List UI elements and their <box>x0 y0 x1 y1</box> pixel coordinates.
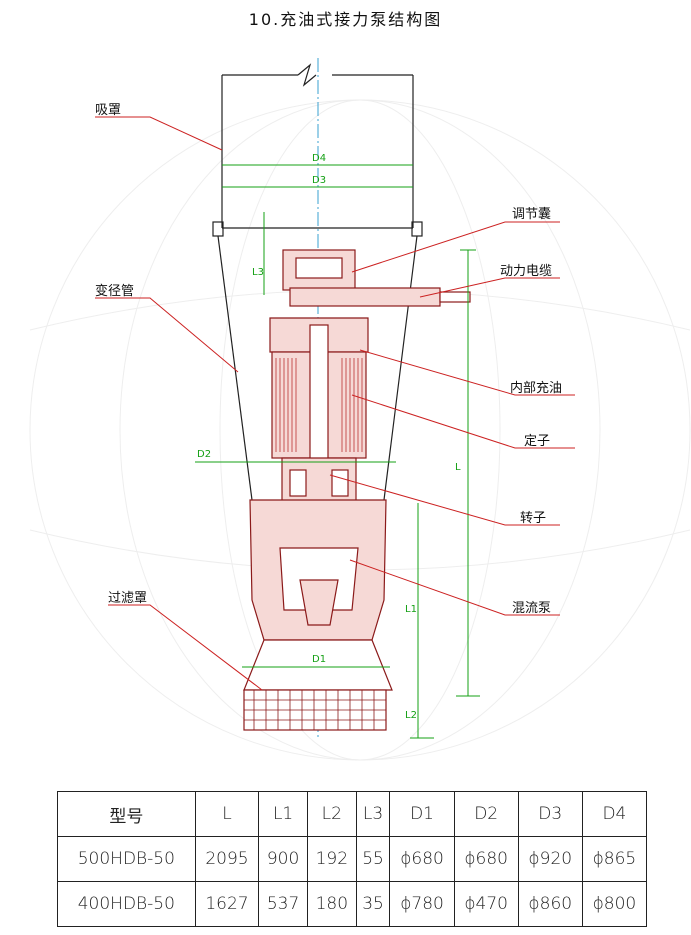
header-cell: D3 <box>517 791 583 837</box>
cell: 180 <box>306 881 357 927</box>
spec-table: 型号 L L1 L2 L3 D1 D2 D3 D4 500HDB-50 2095… <box>57 791 648 927</box>
pump-body <box>243 249 471 731</box>
dimension-lines <box>195 164 480 739</box>
cell: ϕ920 <box>517 836 583 882</box>
label-power-cable: 动力电缆 <box>500 264 553 279</box>
cell: ϕ470 <box>453 881 519 927</box>
header-cell: D4 <box>581 791 648 837</box>
dim-L: L <box>455 462 461 473</box>
header-cell: L <box>194 791 260 837</box>
cell: 2095 <box>194 836 260 882</box>
cell: 55 <box>355 836 391 882</box>
cell: 900 <box>258 836 308 882</box>
header-cell: D2 <box>453 791 519 837</box>
dim-D2: D2 <box>197 449 211 460</box>
cell: 192 <box>306 836 357 882</box>
leader-lines <box>95 116 575 691</box>
dim-L2: L2 <box>405 710 417 721</box>
label-internal-oil: 内部充油 <box>510 381 563 396</box>
cable-entry <box>289 287 441 307</box>
diagram-title: 10.充油式接力泵结构图 <box>248 10 443 29</box>
cell: 537 <box>258 881 308 927</box>
cell: 1627 <box>194 881 260 927</box>
dim-D3: D3 <box>312 175 326 186</box>
table-row: 500HDB-50 2095 900 192 55 ϕ680 ϕ680 ϕ920… <box>57 836 648 882</box>
label-rotor: 转子 <box>520 511 547 526</box>
cell: ϕ860 <box>517 881 583 927</box>
label-reducer-pipe: 变径管 <box>95 284 135 299</box>
table-row: 400HDB-50 1627 537 180 35 ϕ780 ϕ470 ϕ860… <box>57 881 648 927</box>
header-cell: D1 <box>389 791 455 837</box>
header-cell: 型号 <box>57 791 196 837</box>
cell: ϕ680 <box>453 836 519 882</box>
label-filter-hood: 过滤罩 <box>108 591 148 606</box>
cell: 35 <box>355 881 391 927</box>
dim-L1: L1 <box>405 604 417 615</box>
label-suction-hood: 吸罩 <box>95 103 122 118</box>
dim-D1: D1 <box>312 654 326 665</box>
cell: ϕ780 <box>389 881 455 927</box>
dim-L3: L3 <box>252 267 264 278</box>
cell: 500HDB-50 <box>57 836 196 882</box>
label-regulating-bladder: 调节囊 <box>512 207 552 222</box>
cell: ϕ680 <box>389 836 455 882</box>
header-cell: L3 <box>355 791 391 837</box>
cell: ϕ800 <box>581 881 648 927</box>
cell: ϕ865 <box>581 836 648 882</box>
label-mixed-flow-pump: 混流泵 <box>512 601 552 616</box>
table-header-row: 型号 L L1 L2 L3 D1 D2 D3 D4 <box>57 791 648 837</box>
dim-D4: D4 <box>312 153 326 164</box>
cell: 400HDB-50 <box>57 881 196 927</box>
header-cell: L1 <box>258 791 308 837</box>
header-cell: L2 <box>306 791 357 837</box>
label-stator: 定子 <box>524 434 551 449</box>
suction-hood <box>212 63 423 501</box>
pump-structure-diagram: D4 D3 D2 D1 L L1 L2 L3 <box>29 58 691 761</box>
